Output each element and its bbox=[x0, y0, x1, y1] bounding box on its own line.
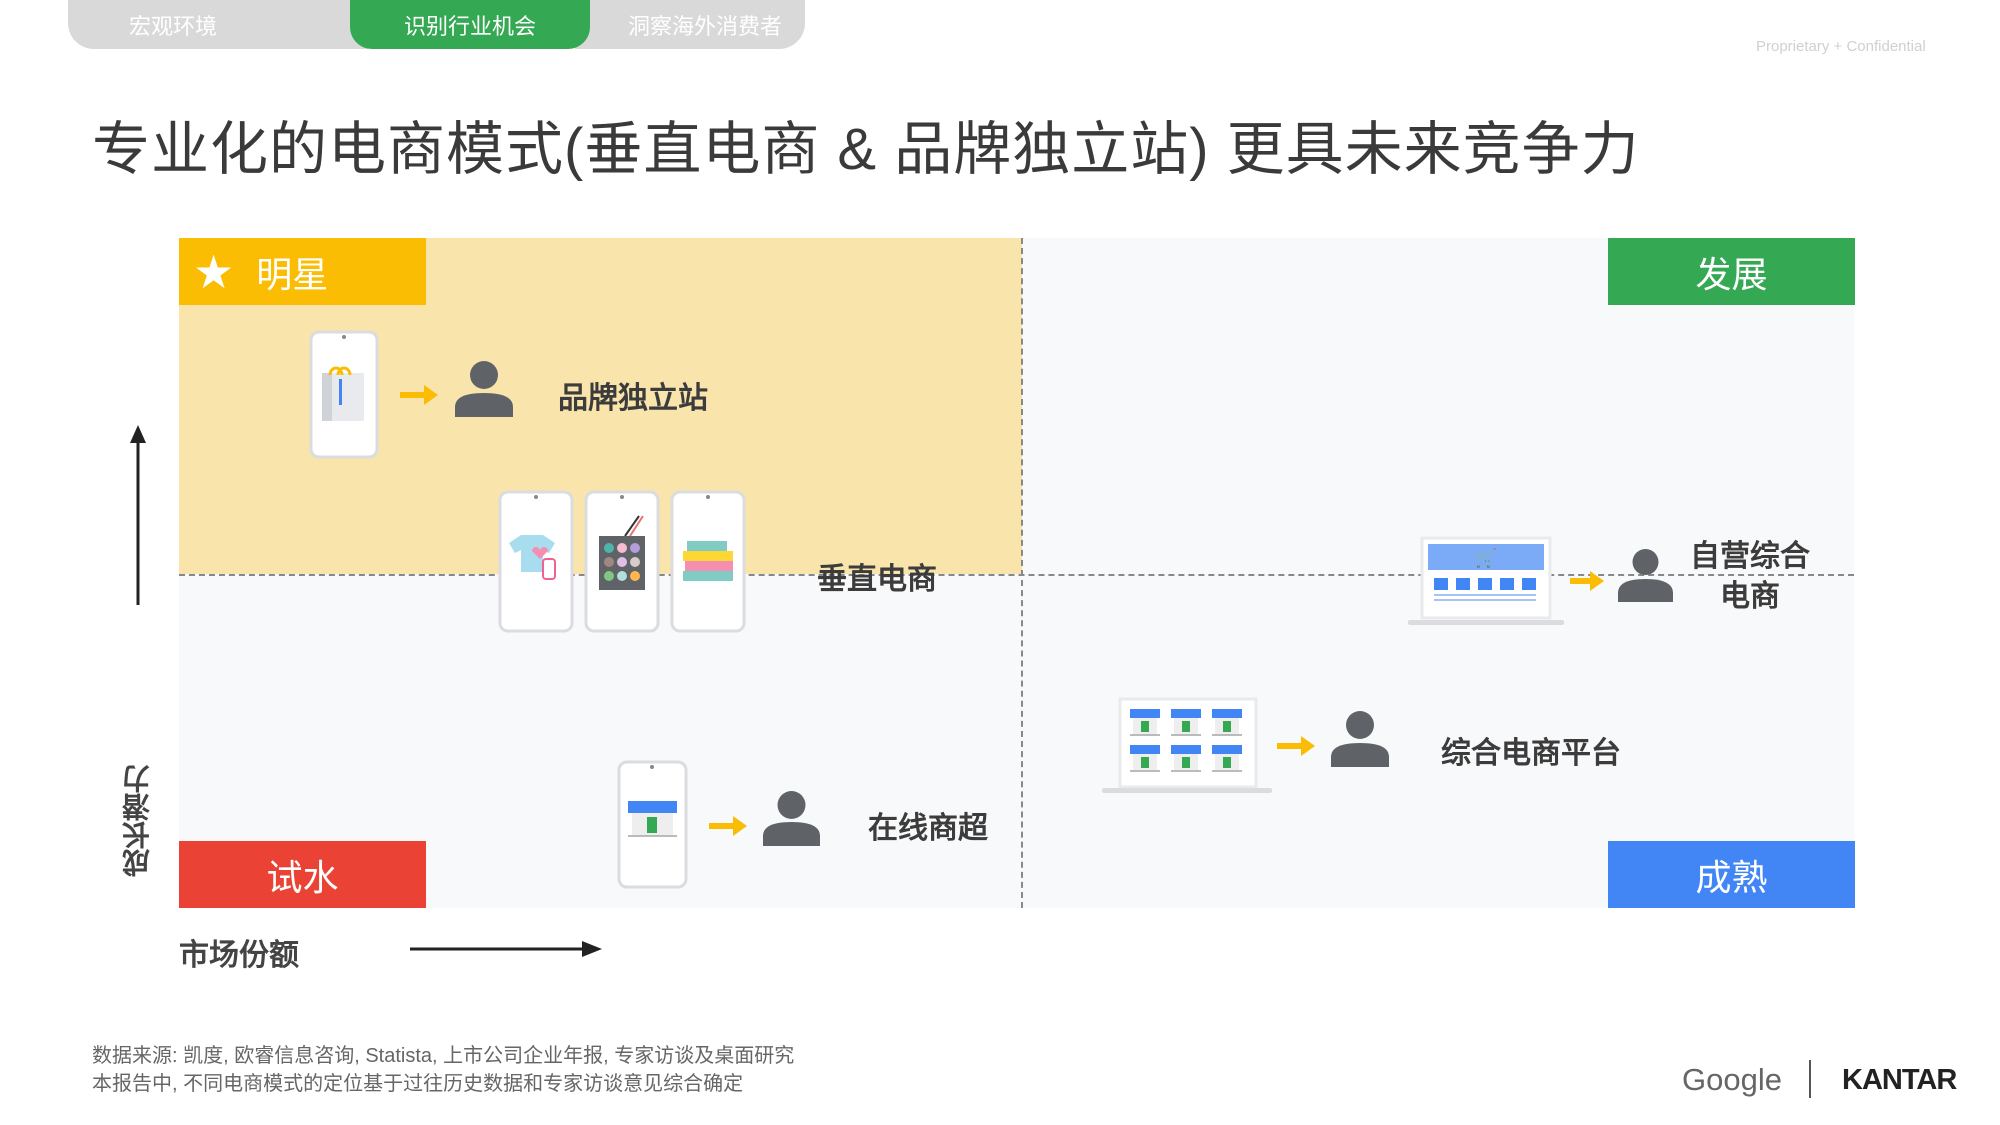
label-line: 电商 bbox=[1720, 580, 1780, 613]
footer-source: 数据来源: 凯度, 欧睿信息咨询, Statista, 上市公司企业年报, 专家… bbox=[92, 1045, 795, 1067]
person-icon bbox=[1331, 711, 1389, 767]
laptop-stores-icon bbox=[1102, 697, 1272, 793]
horizontal-divider bbox=[179, 574, 1854, 576]
phone-books-icon bbox=[670, 490, 746, 633]
confidential-label: Proprietary + Confidential bbox=[1756, 38, 1926, 55]
person-icon bbox=[763, 791, 820, 846]
label-line: 自营综合 bbox=[1690, 540, 1810, 573]
kantar-logo: KANTAR bbox=[1842, 1064, 1957, 1096]
vertical-divider bbox=[1021, 238, 1023, 908]
phone-shopping-bag-icon bbox=[309, 330, 379, 459]
tab-label: 洞察海外消费者 bbox=[627, 13, 782, 39]
phone-store-icon bbox=[617, 760, 688, 889]
tab-macro-environment[interactable]: 宏观环境 bbox=[68, 0, 368, 49]
google-logo: Google bbox=[1682, 1062, 1782, 1097]
quadrant-trial-label: 试水 bbox=[179, 841, 426, 908]
quadrant-growth-label: 发展 bbox=[1608, 238, 1855, 305]
x-axis-arrow-icon bbox=[410, 941, 602, 957]
person-icon bbox=[1618, 549, 1673, 602]
footer-note: 本报告中, 不同电商模式的定位基于过往历史数据和专家访谈意见综合确定 bbox=[92, 1073, 744, 1095]
person-icon bbox=[455, 361, 513, 417]
arrow-right-icon bbox=[1570, 571, 1604, 591]
arrow-right-icon bbox=[400, 385, 438, 405]
quadrant-star-label: ★ 明星 bbox=[179, 238, 426, 305]
quadrant-star-text: 明星 bbox=[256, 253, 329, 295]
tab-industry-opportunity[interactable]: 识别行业机会 bbox=[350, 0, 590, 49]
tab-label: 宏观环境 bbox=[128, 13, 217, 39]
brand-site-label: 品牌独立站 bbox=[558, 382, 708, 415]
y-axis-label: 成长潜力 bbox=[122, 765, 153, 877]
tab-label: 识别行业机会 bbox=[403, 13, 536, 39]
arrow-right-icon bbox=[709, 816, 747, 836]
arrow-right-icon bbox=[1277, 736, 1315, 756]
tab-overseas-consumers[interactable]: 洞察海外消费者 bbox=[575, 0, 805, 49]
quadrant-mature-label: 成熟 bbox=[1608, 841, 1855, 908]
x-axis-label: 市场份额 bbox=[179, 939, 299, 972]
platform-label: 综合电商平台 bbox=[1441, 737, 1621, 770]
star-icon: ★ bbox=[193, 245, 235, 298]
logo-divider bbox=[1809, 1060, 1811, 1098]
laptop-shop-icon: 🛒 bbox=[1408, 536, 1564, 625]
vertical-ecommerce-label: 垂直电商 bbox=[817, 563, 937, 596]
y-axis-arrow-icon bbox=[130, 425, 146, 605]
phone-baby-clothes-icon bbox=[498, 490, 574, 633]
svg-text:🛒: 🛒 bbox=[1475, 547, 1497, 568]
online-supermarket-label: 在线商超 bbox=[868, 812, 988, 845]
phone-makeup-palette-icon bbox=[584, 490, 660, 633]
page-title: 专业化的电商模式(垂直电商 & 品牌独立站) 更具未来竞争力 bbox=[92, 117, 1640, 182]
self-operated-label: 自营综合电商 bbox=[1690, 537, 1810, 617]
